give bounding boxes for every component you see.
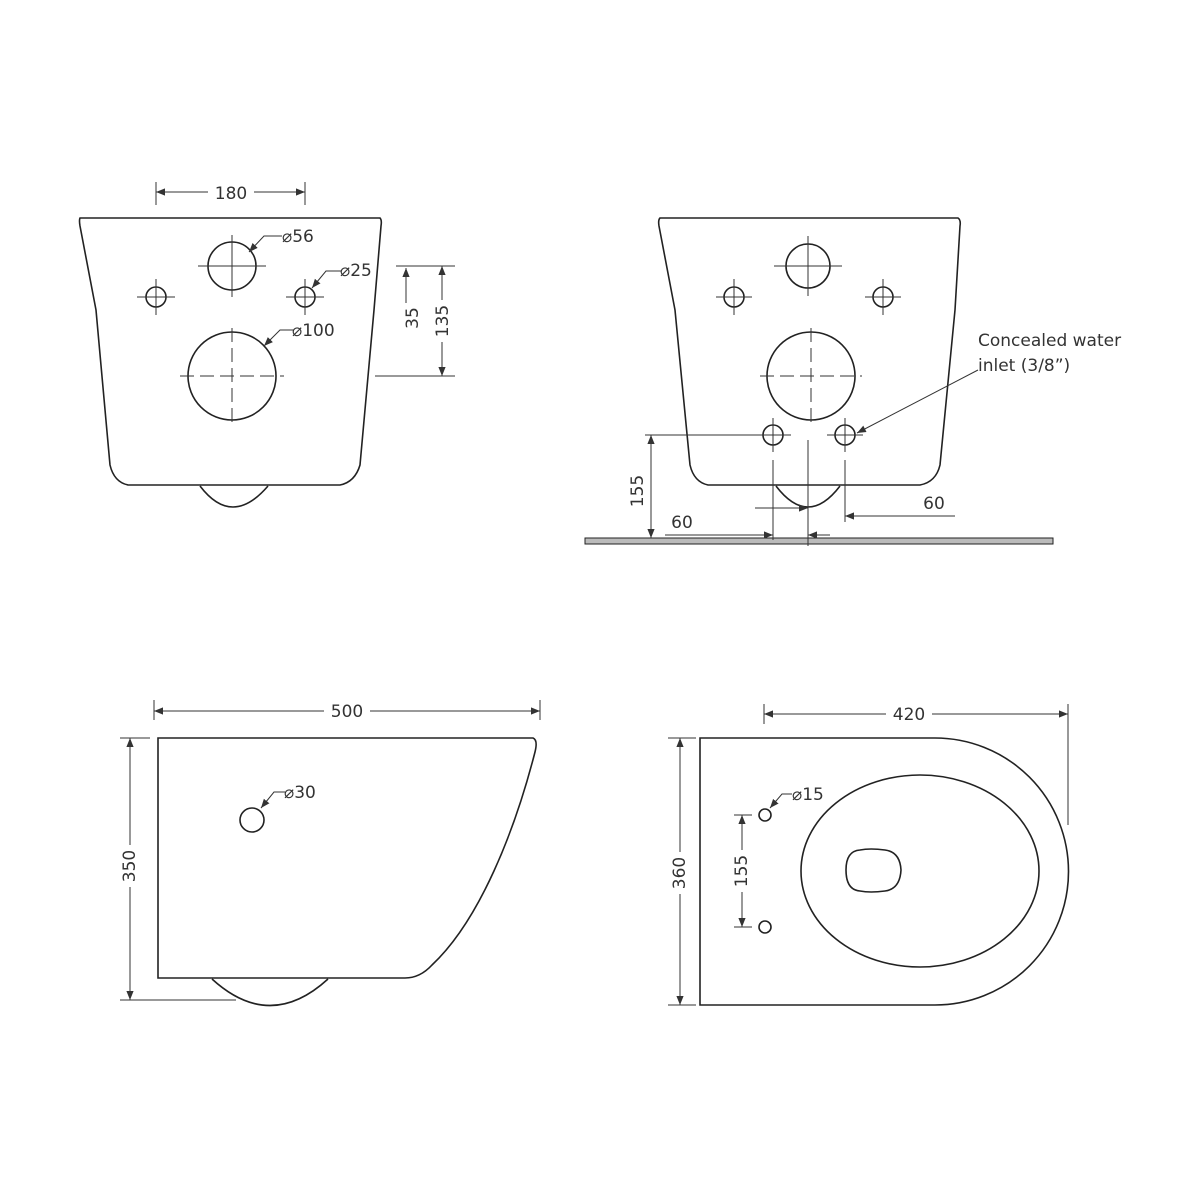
leader-30: ⌀30 (260, 783, 316, 809)
fixing-hole-right (286, 279, 324, 315)
leader-56: ⌀56 (248, 227, 314, 253)
dim-350: 350 (120, 737, 236, 1001)
dim-155-top: 155 (732, 814, 752, 928)
dim-35-135: 35 135 (375, 265, 455, 377)
top-hole-spacing-label: 155 (732, 855, 752, 887)
note-line-1: Concealed water (978, 331, 1121, 351)
leader-25: ⌀25 (311, 261, 372, 289)
dim-side-hole-label: ⌀30 (284, 783, 316, 803)
floor-line (584, 537, 1054, 545)
top-view-outline (699, 737, 1070, 1006)
dim-180: 180 (155, 182, 306, 205)
dim-360: 360 (668, 737, 696, 1006)
top-width-label: 360 (670, 857, 690, 889)
dim-hole-spacing-label: 180 (215, 184, 247, 204)
side-view: ⌀30 500 350 (120, 700, 541, 1007)
side-hole (239, 807, 265, 833)
top-hole (198, 235, 266, 297)
side-height-label: 350 (120, 850, 140, 882)
bowl-rim (800, 774, 1040, 968)
top-view: ⌀15 420 360 155 (668, 704, 1070, 1006)
top-hole-lower (758, 920, 772, 934)
dim-fixing-height-label: 35 (403, 307, 423, 329)
dim-420: 420 (763, 704, 1069, 825)
rear-outlet-hole (760, 328, 862, 424)
top-hole-diameter-label: ⌀15 (792, 785, 824, 805)
dim-60-offsets: 60 60 (665, 440, 955, 546)
fixing-hole-left (137, 279, 175, 315)
dim-outlet-height-label: 135 (433, 305, 453, 337)
dim-155-rear: 155 (628, 434, 760, 538)
rear-view-outline (657, 217, 962, 486)
leader-15: ⌀15 (769, 785, 824, 809)
leader-100: ⌀100 (263, 321, 335, 347)
side-view-outline (157, 737, 537, 979)
dim-right-offset-label: 60 (923, 494, 945, 514)
rear-view: Concealed water inlet (3/8”) 155 60 60 (584, 217, 1121, 546)
note-line-2: inlet (3/8”) (978, 356, 1070, 376)
top-length-label: 420 (893, 705, 925, 725)
dim-inlet-height-label: 155 (628, 475, 648, 507)
dim-outlet-label: ⌀100 (292, 321, 335, 341)
rear-fixing-hole-left (716, 279, 752, 315)
water-inlet-left (755, 418, 791, 452)
water-inlet-right (827, 418, 863, 452)
front-view-outline (78, 217, 383, 486)
front-view-spigot (199, 485, 269, 508)
water-inlet-note: Concealed water inlet (3/8”) (856, 331, 1121, 434)
rear-fixing-hole-right (865, 279, 901, 315)
top-hole-upper (758, 808, 772, 822)
dim-fixing-hole-label: ⌀25 (340, 261, 372, 281)
side-view-spigot (211, 978, 329, 1007)
rear-top-hole (774, 236, 842, 296)
dim-top-hole-label: ⌀56 (282, 227, 314, 247)
side-length-label: 500 (331, 702, 363, 722)
bowl-outlet (845, 848, 902, 893)
dim-500: 500 (153, 700, 541, 722)
front-view: 180 ⌀56 ⌀25 ⌀100 35 135 (78, 182, 455, 508)
outlet-hole (180, 328, 284, 424)
dim-left-offset-label: 60 (671, 513, 693, 533)
